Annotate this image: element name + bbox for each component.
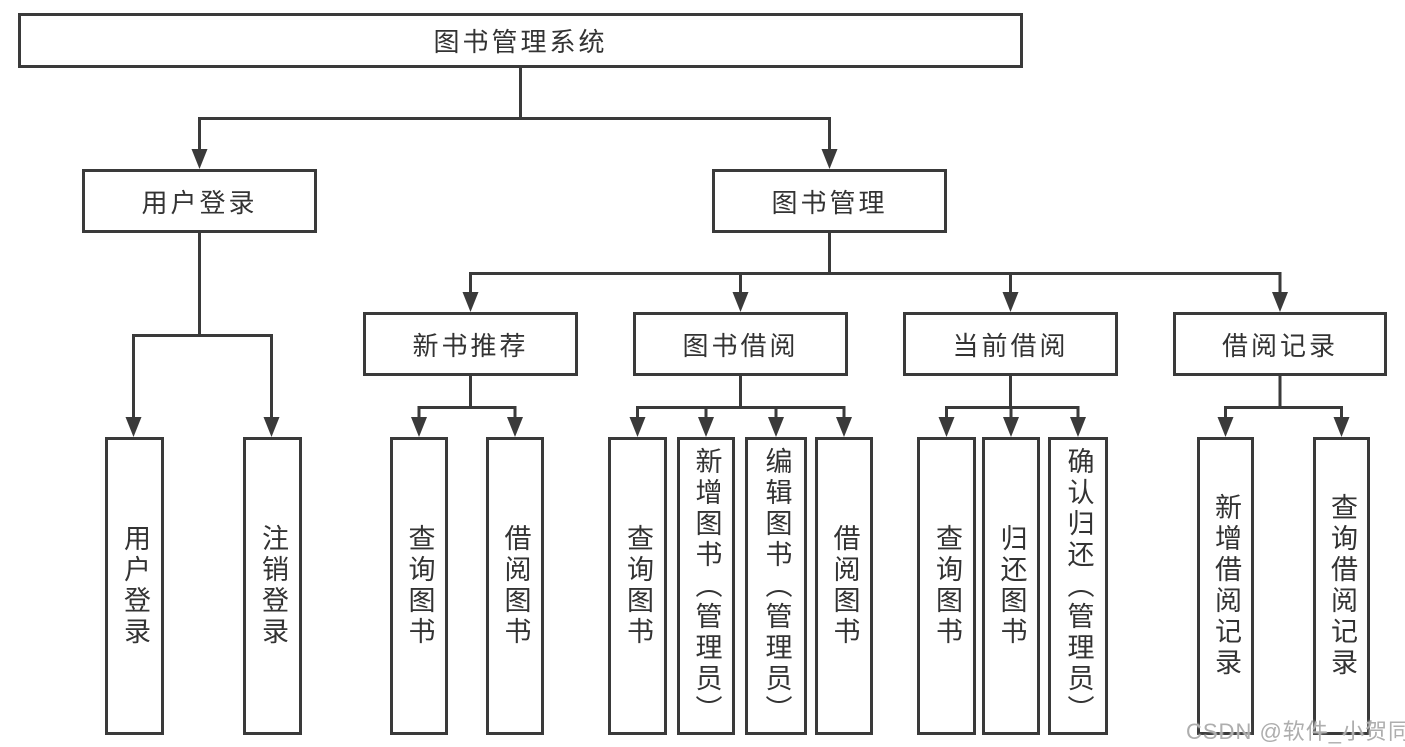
node-label: 新书推荐: [412, 330, 529, 361]
node-label: 借阅记录: [1221, 330, 1338, 361]
leaf-label: 新增图书（管理员）: [691, 446, 722, 726]
leaf-add-books-admin: 新增图书（管理员）: [677, 437, 735, 735]
leaf-user-login: 用户登录: [105, 437, 164, 735]
node-label: 图书管理系统: [433, 27, 608, 57]
node-book-management: 图书管理: [712, 169, 947, 233]
leaf-borrow-books: 借阅图书: [815, 437, 873, 735]
node-borrow-records: 借阅记录: [1173, 312, 1387, 376]
leaf-borrow-books-recommend: 借阅图书: [486, 437, 544, 735]
node-label: 图书借阅: [682, 330, 799, 361]
leaf-label: 查询图书: [623, 524, 653, 648]
node-user-login: 用户登录: [82, 169, 317, 233]
node-current-borrow: 当前借阅: [903, 312, 1118, 376]
leaf-label: 借阅图书: [500, 524, 531, 648]
leaf-return-books: 归还图书: [982, 437, 1040, 735]
leaf-label: 编辑图书（管理员）: [761, 446, 792, 726]
leaf-edit-books-admin: 编辑图书（管理员）: [745, 437, 807, 735]
node-library-management-system: 图书管理系统: [18, 13, 1023, 68]
leaf-add-borrow-record: 新增借阅记录: [1197, 437, 1254, 735]
node-label: 当前借阅: [952, 330, 1069, 361]
node-new-book-recommend: 新书推荐: [363, 312, 578, 376]
leaf-query-books-recommend: 查询图书: [390, 437, 448, 735]
node-label: 用户登录: [141, 187, 258, 218]
leaf-confirm-return-admin: 确认归还（管理员）: [1048, 437, 1108, 735]
leaf-label: 新增借阅记录: [1211, 493, 1241, 679]
leaf-label: 注销登录: [258, 524, 288, 648]
leaf-query-books-borrow: 查询图书: [608, 437, 667, 735]
csdn-watermark: CSDN @软件_小贺同学: [1186, 719, 1405, 744]
node-label: 图书管理: [771, 187, 888, 218]
leaf-label: 查询图书: [404, 524, 435, 648]
leaf-logout: 注销登录: [243, 437, 302, 735]
leaf-query-borrow-record: 查询借阅记录: [1313, 437, 1370, 735]
leaf-label: 归还图书: [996, 524, 1027, 648]
leaf-query-books-current: 查询图书: [917, 437, 976, 735]
leaf-label: 借阅图书: [829, 524, 860, 648]
node-book-borrow: 图书借阅: [633, 312, 848, 376]
leaf-label: 查询图书: [932, 524, 962, 648]
leaf-label: 用户登录: [120, 524, 150, 648]
leaf-label: 查询借阅记录: [1327, 493, 1357, 679]
leaf-label: 确认归还（管理员）: [1063, 446, 1094, 726]
